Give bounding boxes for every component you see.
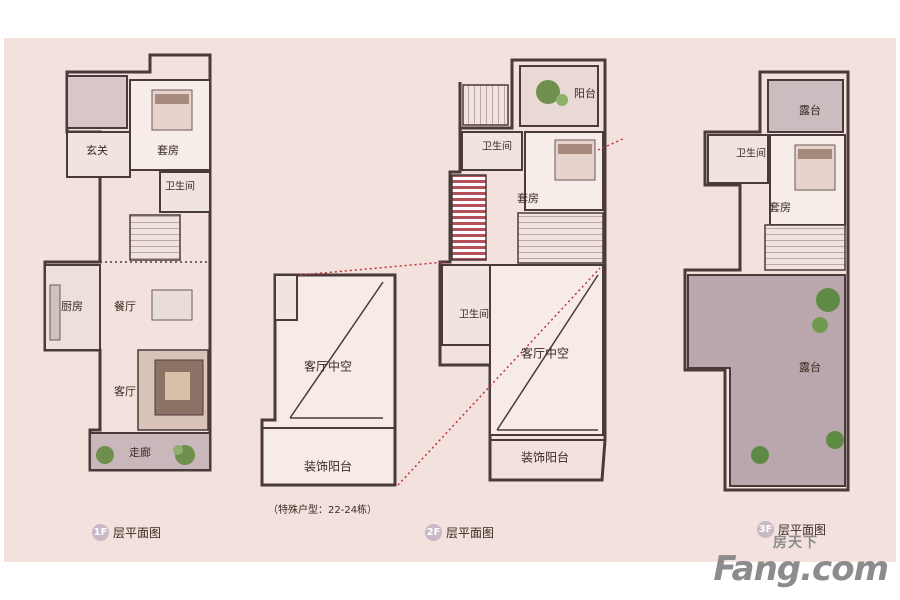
furniture-1f [49, 89, 204, 465]
floor-caption-text-1f: 层平面图 [113, 526, 162, 540]
room-label-bathroom: 卫生间 [165, 181, 195, 193]
floor-badge-1f: 1F [92, 524, 109, 541]
connector-lines [299, 137, 626, 486]
special-unit-note: （特殊户型：22-24栋） [268, 505, 378, 516]
furniture-3f [751, 144, 844, 464]
floor-caption-text-3f: 层平面图 [778, 523, 827, 537]
room-label-living: 客厅 [114, 385, 136, 398]
plan-1f [43, 53, 212, 472]
room-label-balcony-top: 阳台 [574, 87, 596, 100]
room-label-bathroom-3f: 卫生间 [736, 148, 766, 160]
plan-special [260, 273, 397, 487]
room-label-suite-3f: 套房 [769, 201, 791, 214]
room-label-dining: 餐厅 [114, 300, 136, 313]
room-label-terrace-large: 露台 [799, 361, 821, 374]
watermark-en: Fang.com [713, 549, 889, 589]
floor-badge-3f: 3F [757, 521, 774, 538]
room-label-corridor: 走廊 [129, 446, 151, 459]
watermark-cn: 房天下 [773, 535, 818, 551]
floor-caption-1f: 1F 层平面图 [92, 524, 161, 541]
floor-caption-text-2f: 层平面图 [446, 526, 495, 540]
room-label-balcony-special: 装饰阳台 [303, 459, 353, 474]
furniture-2f [536, 80, 596, 181]
room-label-suite: 套房 [157, 144, 179, 157]
room-label-kitchen: 厨房 [61, 300, 83, 313]
room-label-bathroom-side: 卫生间 [459, 309, 489, 321]
room-label-void-special: 客厅中空 [303, 359, 353, 374]
room-label-void-2f: 客厅中空 [520, 346, 570, 361]
room-label-terrace-small: 露台 [799, 104, 821, 117]
floor-badge-2f: 2F [425, 524, 442, 541]
watermark-logo: 房天下 Fang.com [713, 532, 889, 589]
floor-caption-3f: 3F 层平面图 [757, 521, 826, 538]
room-label-bathroom-top: 卫生间 [482, 141, 512, 153]
floor-caption-2f: 2F 层平面图 [425, 524, 494, 541]
room-label-balcony-2f: 装饰阳台 [520, 450, 570, 465]
room-label-entry: 玄关 [86, 144, 108, 157]
room-label-suite-2f: 套房 [517, 192, 539, 205]
plan-2f [438, 58, 607, 482]
